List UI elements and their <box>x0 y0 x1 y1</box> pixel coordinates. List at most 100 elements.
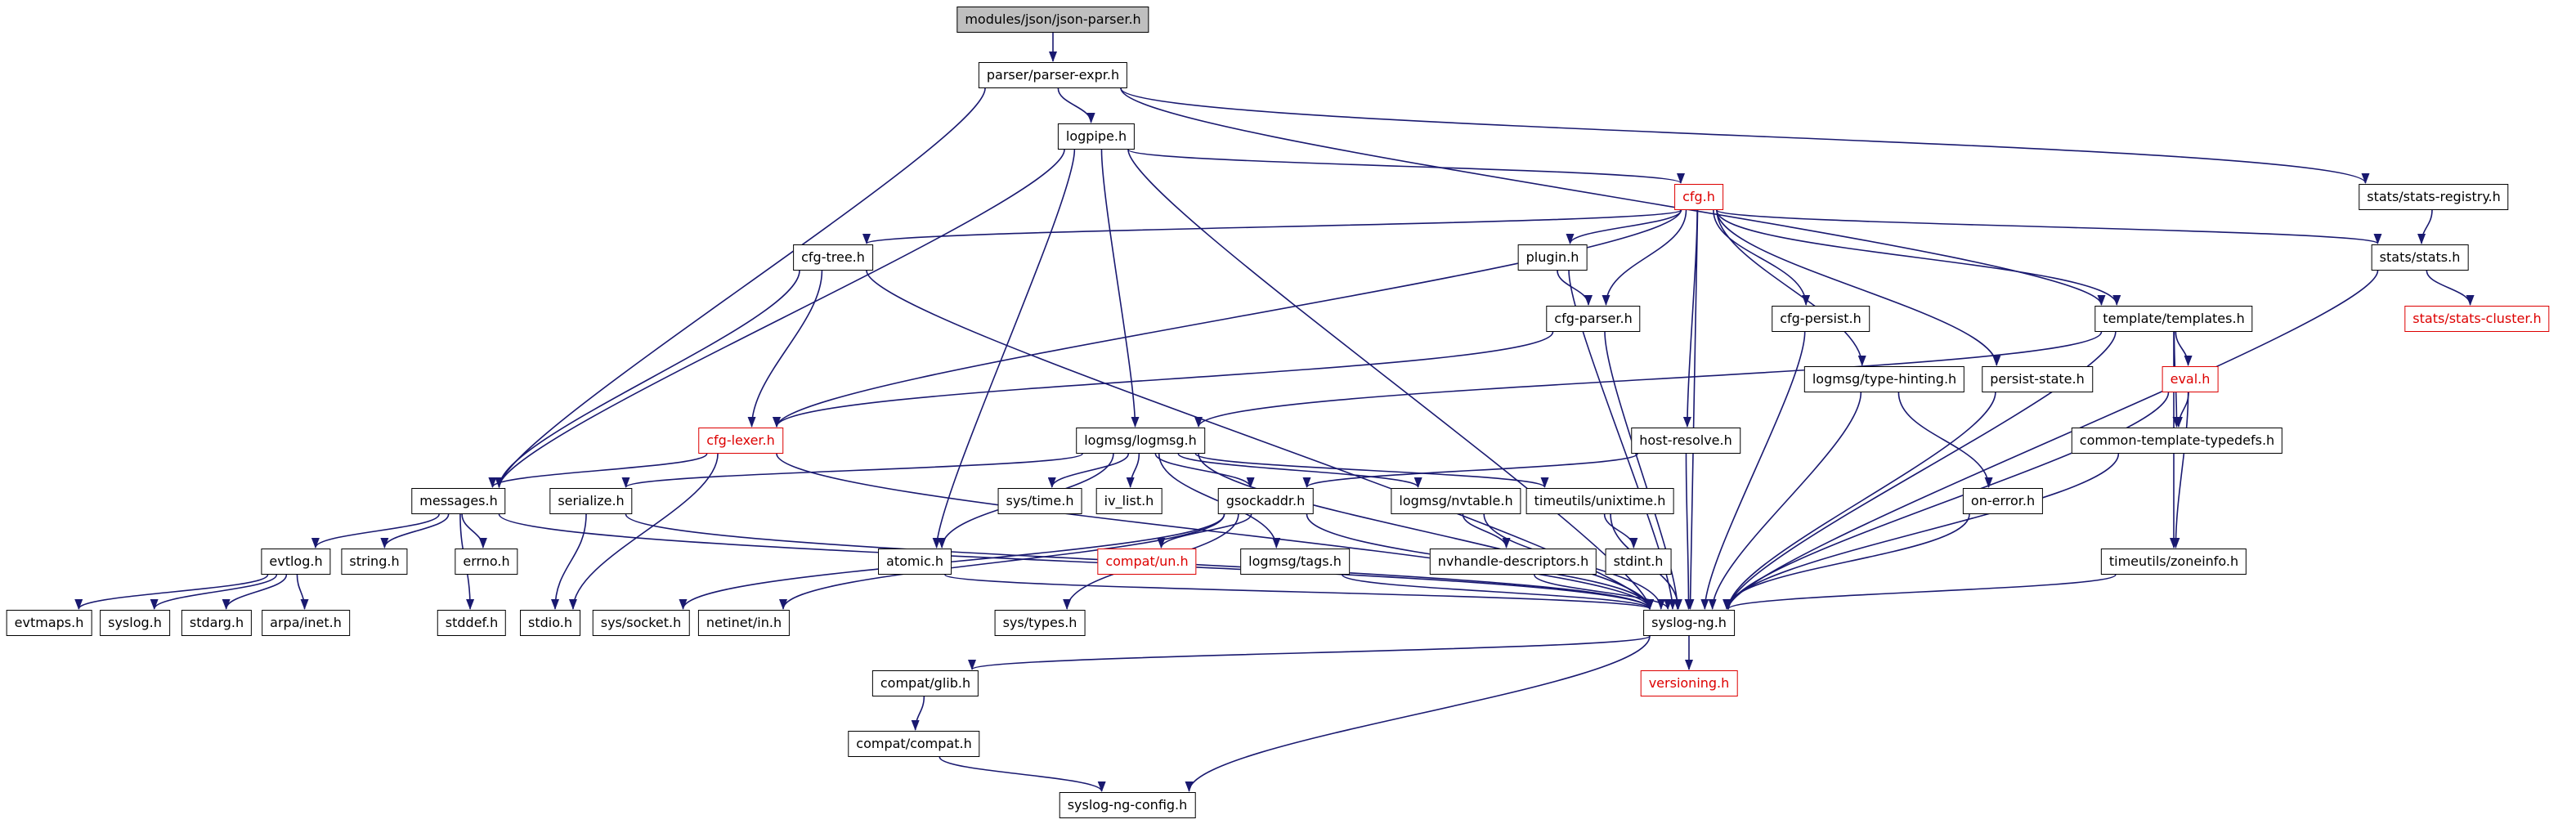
graph-edge <box>1568 270 1677 610</box>
graph-edge <box>776 453 1654 610</box>
graph-node-host-resolve[interactable]: host-resolve.h <box>1631 428 1740 454</box>
graph-edge <box>1127 149 1685 184</box>
graph-node-cfg-lexer[interactable]: cfg-lexer.h <box>698 428 783 454</box>
graph-node-on-error[interactable]: on-error.h <box>1962 488 2044 514</box>
graph-edge <box>1100 149 1140 428</box>
graph-node-messages[interactable]: messages.h <box>411 488 506 514</box>
graph-edge <box>1154 453 1255 488</box>
graph-node-sys-types[interactable]: sys/types.h <box>994 610 1086 636</box>
graph-node-templates[interactable]: template/templates.h <box>2094 306 2253 332</box>
graph-node-eval[interactable]: eval.h <box>2162 366 2219 392</box>
graph-edge <box>866 270 1654 610</box>
graph-node-evtmaps[interactable]: evtmaps.h <box>6 610 92 636</box>
graph-edge <box>2417 209 2433 244</box>
graph-edge <box>932 149 1076 549</box>
graph-node-persist-state[interactable]: persist-state.h <box>1982 366 2093 392</box>
graph-edge <box>488 453 708 488</box>
graph-edge <box>1724 331 2117 610</box>
graph-node-cfg-persist[interactable]: cfg-persist.h <box>1772 306 1870 332</box>
graph-edge <box>1126 453 1140 488</box>
graph-edge <box>1566 209 1682 244</box>
graph-node-syslog-ng-config[interactable]: syslog-ng-config.h <box>1059 792 1196 818</box>
graph-edge <box>911 696 925 731</box>
graph-node-arpa-inet[interactable]: arpa/inet.h <box>262 610 350 636</box>
graph-node-compat-compat[interactable]: compat/compat.h <box>848 731 980 757</box>
graph-edge <box>862 209 1682 244</box>
graph-node-stddef[interactable]: stddef.h <box>437 610 507 636</box>
graph-node-stats-registry[interactable]: stats/stats-registry.h <box>2359 184 2509 210</box>
graph-edge <box>461 513 487 549</box>
graph-edge <box>2175 331 2193 366</box>
graph-node-logmsg[interactable]: logmsg/logmsg.h <box>1076 428 1205 454</box>
graph-node-atomic[interactable]: atomic.h <box>878 549 952 575</box>
graph-edge <box>1185 635 1651 792</box>
graph-edge <box>1897 392 1993 488</box>
graph-edge <box>1708 392 1862 610</box>
graph-edge <box>1602 209 1687 306</box>
graph-edge <box>621 453 1083 488</box>
graph-edge <box>296 574 309 610</box>
graph-edge <box>1724 392 2170 610</box>
graph-node-syslog[interactable]: syslog.h <box>100 610 170 636</box>
graph-node-compat-glib[interactable]: compat/glib.h <box>871 670 979 696</box>
graph-edge <box>568 453 719 610</box>
graph-node-parser-expr[interactable]: parser/parser-expr.h <box>978 62 1128 88</box>
graph-node-stdarg[interactable]: stdarg.h <box>181 610 253 636</box>
graph-node-netinet-in[interactable]: netinet/in.h <box>697 610 791 636</box>
graph-node-string[interactable]: string.h <box>341 549 408 575</box>
graph-edge <box>1716 209 2381 244</box>
graph-edge <box>1047 453 1130 488</box>
graph-edge <box>495 149 1065 488</box>
graph-node-type-hinting[interactable]: logmsg/type-hinting.h <box>1803 366 1965 392</box>
graph-edge <box>968 635 1651 670</box>
graph-edge <box>495 270 800 488</box>
graph-node-ctt[interactable]: common-template-typedefs.h <box>2071 428 2283 454</box>
graph-node-sys-socket[interactable]: sys/socket.h <box>592 610 690 636</box>
graph-edge <box>380 513 450 549</box>
graph-node-json-parser[interactable]: modules/json/json-parser.h <box>956 7 1149 33</box>
graph-edge <box>747 270 823 428</box>
graph-edge <box>679 513 1225 610</box>
graph-node-serialize[interactable]: serialize.h <box>549 488 633 514</box>
graph-edge <box>74 574 269 610</box>
graph-node-versioning[interactable]: versioning.h <box>1640 670 1738 696</box>
graph-node-nvhandle[interactable]: nvhandle-descriptors.h <box>1429 549 1597 575</box>
graph-node-stdint[interactable]: stdint.h <box>1605 549 1672 575</box>
graph-edge <box>1198 453 1654 610</box>
graph-edge <box>495 87 986 488</box>
graph-node-logpipe[interactable]: logpipe.h <box>1057 123 1136 150</box>
graph-node-zoneinfo[interactable]: timeutils/zoneinfo.h <box>2100 549 2247 575</box>
graph-node-iv-list[interactable]: iv_list.h <box>1095 488 1163 514</box>
graph-node-syslog-ng[interactable]: syslog-ng.h <box>1643 610 1735 636</box>
graph-node-stats-cluster[interactable]: stats/stats-cluster.h <box>2404 306 2550 332</box>
graph-node-stdio[interactable]: stdio.h <box>520 610 580 636</box>
graph-edge <box>1713 209 1811 306</box>
graph-edge <box>1716 209 2121 306</box>
graph-node-nvtable[interactable]: logmsg/nvtable.h <box>1391 488 1521 514</box>
graph-node-errno[interactable]: errno.h <box>455 549 518 575</box>
graph-edge <box>222 574 288 610</box>
graph-node-stats[interactable]: stats/stats.h <box>2371 244 2469 271</box>
graph-edge <box>2171 392 2189 549</box>
graph-node-cfg[interactable]: cfg.h <box>1674 184 1723 210</box>
graph-edge <box>944 574 1654 610</box>
graph-edge <box>1158 453 1281 549</box>
graph-edge <box>1462 513 1511 549</box>
graph-node-cfg-tree[interactable]: cfg-tree.h <box>793 244 873 271</box>
graph-node-plugin[interactable]: plugin.h <box>1517 244 1588 271</box>
graph-node-tags[interactable]: logmsg/tags.h <box>1240 549 1350 575</box>
graph-edge <box>1724 453 2120 610</box>
graph-node-gsockaddr[interactable]: gsockaddr.h <box>1217 488 1314 514</box>
graph-node-evtlog[interactable]: evtlog.h <box>261 549 331 575</box>
graph-edge <box>1534 574 1673 610</box>
graph-edge <box>939 756 1106 792</box>
graph-edge <box>779 513 1225 610</box>
graph-node-unixtime[interactable]: timeutils/unixtime.h <box>1525 488 1674 514</box>
graph-node-compat-un[interactable]: compat/un.h <box>1097 549 1197 575</box>
graph-edge <box>1557 270 1593 306</box>
graph-node-cfg-parser[interactable]: cfg-parser.h <box>1546 306 1641 332</box>
graph-edge <box>311 513 440 549</box>
graph-node-sys-time[interactable]: sys/time.h <box>997 488 1082 514</box>
graph-edge <box>1716 209 1866 366</box>
